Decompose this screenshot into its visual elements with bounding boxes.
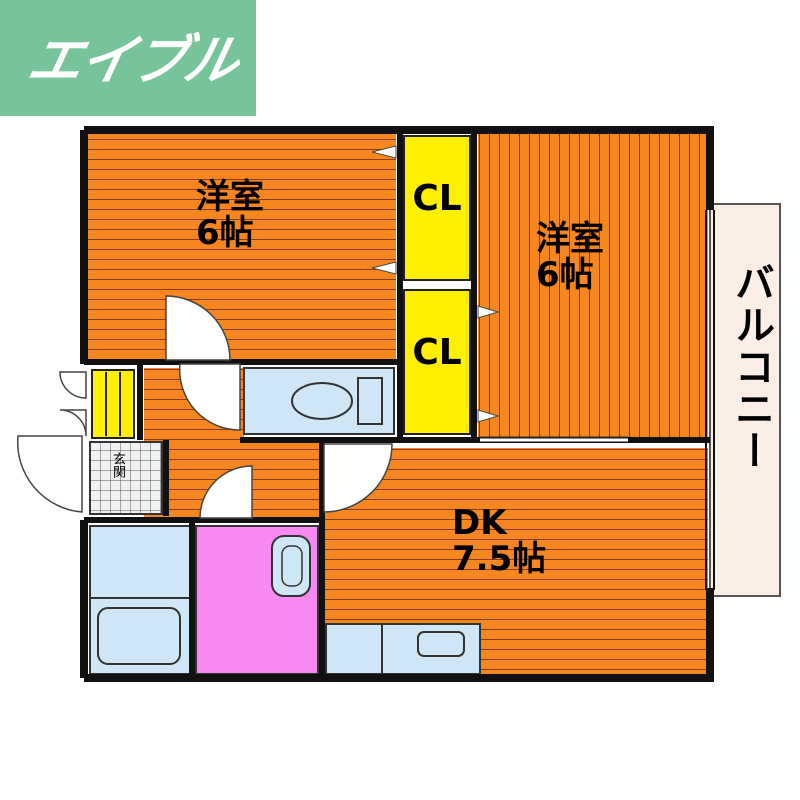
kitchen-counter-left (325, 623, 383, 675)
dining-kitchen-label: DK 7.5帖 (452, 503, 547, 579)
balcony-area (709, 203, 781, 597)
shoe-closet (91, 369, 135, 439)
closet-1-label: CL (412, 178, 462, 219)
toilet-bowl (291, 382, 353, 420)
western-room-1-label: 洋室 6帖 (196, 177, 264, 253)
closet-2-label: CL (412, 332, 462, 373)
balcony-label: バルコニー (728, 262, 774, 472)
door-swings (16, 295, 393, 519)
western-room-2-floor (478, 134, 708, 440)
closet-door-markers (371, 145, 500, 423)
entrance-tiles (89, 441, 163, 515)
closet-2-area: CL (404, 290, 470, 434)
western-room-1-floor (88, 134, 396, 360)
closet-1 (403, 135, 471, 281)
washing-machine-area (89, 525, 191, 599)
kitchen-sink (417, 631, 465, 657)
able-logo: エイブル (0, 0, 256, 116)
toilet-tank (357, 377, 383, 425)
western-room-2-label: 洋室 6帖 (536, 219, 604, 295)
bathtub (97, 607, 181, 665)
entrance-label: 玄関 (110, 452, 125, 478)
closet-1-area: CL (404, 136, 470, 280)
closet-2 (403, 289, 471, 435)
balcony-windows (705, 210, 715, 590)
